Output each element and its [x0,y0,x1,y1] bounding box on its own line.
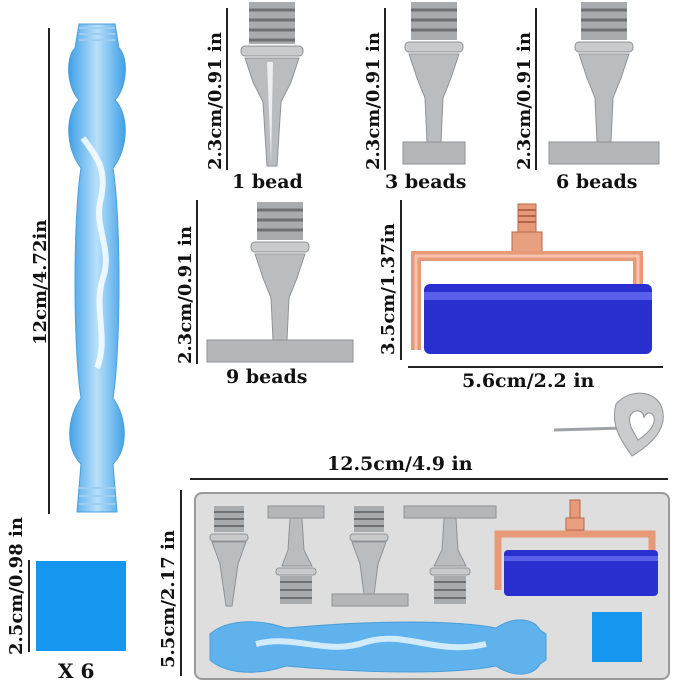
roller-width-label: 5.6cm/2.2 in [462,370,595,392]
tip6-image [548,2,660,165]
roller-height-label: 3.5cm/1.37in [378,223,399,355]
pen-length-line [48,28,50,514]
box-contents [209,499,658,675]
tip3-image [402,2,466,165]
tip6-height-label: 2.3cm/0.91 in [514,32,535,170]
square-size-line [28,560,30,652]
pen-length-label: 12cm/4.72in [30,219,51,345]
tip1-height-line [226,8,228,170]
tip9-label: 9 beads [226,366,308,388]
roller-width-line [408,366,663,368]
blue-square-tray [36,561,126,651]
box-height-label: 5.5cm/2.17 in [158,530,179,668]
box-width-line [190,478,668,480]
tip3-height-line [384,8,386,170]
roller-height-line [400,200,402,360]
tip9-height-label: 2.3cm/0.91 in [175,226,196,364]
tip6-label: 6 beads [556,171,638,193]
roller-image [411,203,652,354]
tip1-image [240,2,304,167]
tip3-label: 3 beads [385,171,467,193]
drill-pen-image [68,23,126,513]
square-size-label: 2.5cm/0.98 in [6,517,27,655]
key-tool-image [553,392,664,457]
tip6-height-line [535,8,537,170]
tip1-height-label: 2.3cm/0.91 in [205,32,226,170]
tip9-height-line [196,200,198,364]
tip9-image [206,202,354,363]
square-count-label: X 6 [58,659,95,683]
box-height-line [180,490,182,676]
box-width-label: 12.5cm/4.9 in [327,453,473,475]
tip1-label: 1 bead [232,171,303,193]
tip3-height-label: 2.3cm/0.91 in [363,32,384,170]
